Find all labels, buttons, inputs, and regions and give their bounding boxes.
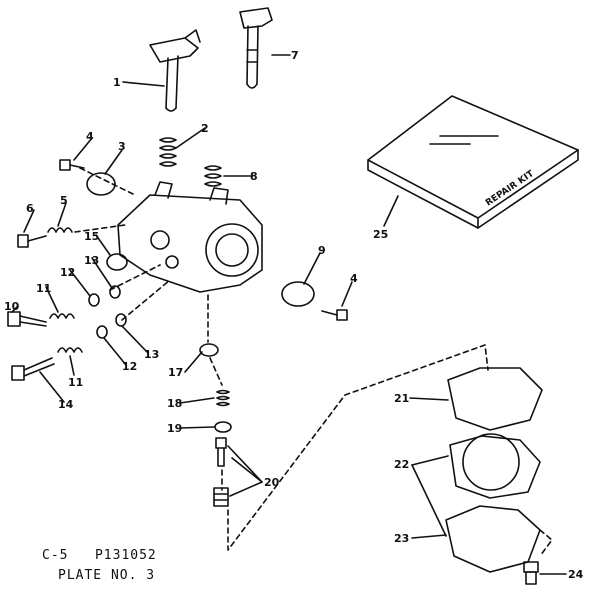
assembly-lines — [74, 167, 553, 557]
part-2-spring — [159, 137, 177, 167]
callout-20: 20 — [264, 476, 280, 489]
part-8-spring — [204, 165, 222, 187]
callout-6: 6 — [26, 202, 34, 215]
callout-1: 1 — [113, 76, 121, 89]
callout-23: 23 — [394, 532, 409, 545]
part-23-diaphragm-cover — [445, 505, 541, 573]
part-4-screw-left — [59, 159, 85, 171]
callout-15: 15 — [84, 230, 99, 243]
part-7-choke-shaft — [239, 7, 273, 89]
callout-4: 4 — [86, 130, 94, 143]
plate-code: C-5 — [42, 548, 69, 563]
leader-lines — [11, 54, 567, 575]
callout-labels: 1 2 3 4 4 5 6 7 8 9 10 11 11 12 12 13 13… — [4, 49, 584, 581]
part-11-spring-upper — [49, 313, 75, 319]
part-25-repair-kit — [367, 95, 579, 229]
callout-13: 13 — [84, 254, 99, 267]
part-12-washer-lower — [96, 325, 108, 339]
part-4-screw-right — [321, 309, 348, 321]
part-17-plug — [199, 343, 219, 357]
part-3-throttle-plate — [86, 172, 116, 196]
part-21-gasket — [447, 367, 543, 431]
part-10-needle — [7, 311, 47, 327]
part-22-diaphragm-disc — [462, 433, 520, 491]
part-22-diaphragm — [449, 435, 541, 499]
repair-kit-label: REPAIR KIT — [484, 169, 536, 209]
part-18-spring — [216, 389, 230, 407]
callout-3: 3 — [118, 140, 126, 153]
callout-21: 21 — [394, 392, 409, 405]
part-11-spring-lower — [57, 347, 83, 353]
callout-24: 24 — [568, 568, 584, 581]
part-5-spring — [47, 227, 73, 233]
part-20-inlet-needle — [215, 437, 227, 467]
plate-codes: C-5 P131052 — [42, 548, 157, 563]
callout-17: 17 — [168, 366, 183, 379]
callout-11: 11 — [36, 282, 51, 295]
callout-22: 22 — [394, 458, 409, 471]
callout-18: 18 — [167, 397, 182, 410]
callout-19: 19 — [167, 422, 182, 435]
part-13-oring-upper — [109, 285, 121, 299]
callout-14: 14 — [58, 398, 74, 411]
part-1-throttle-shaft — [149, 29, 201, 112]
callout-8: 8 — [250, 170, 258, 183]
callout-10: 10 — [4, 300, 20, 313]
part-6-idle-screw — [17, 234, 47, 248]
part-13-oring-lower — [115, 313, 127, 327]
callout-2: 2 — [201, 122, 209, 135]
part-12-washer-upper — [88, 293, 100, 307]
part-19-washer — [214, 421, 232, 433]
callout-13: 13 — [144, 348, 159, 361]
part-code: P131052 — [94, 548, 157, 563]
callout-25: 25 — [373, 228, 388, 241]
callout-9: 9 — [318, 244, 326, 257]
callout-12: 12 — [122, 360, 137, 373]
callout-4: 4 — [350, 272, 358, 285]
carburetor-body — [117, 181, 263, 293]
callout-11: 11 — [68, 376, 83, 389]
plate-label: PLATE NO. 3 — [58, 568, 156, 583]
part-20-valve-seat — [213, 487, 229, 507]
part-14-needle — [11, 357, 55, 381]
callout-12: 12 — [60, 266, 75, 279]
part-24-screw — [523, 561, 539, 585]
part-9-choke-plate — [281, 281, 315, 307]
callout-5: 5 — [60, 194, 68, 207]
part-15-welch-plug — [106, 253, 128, 271]
callout-7: 7 — [291, 49, 299, 62]
